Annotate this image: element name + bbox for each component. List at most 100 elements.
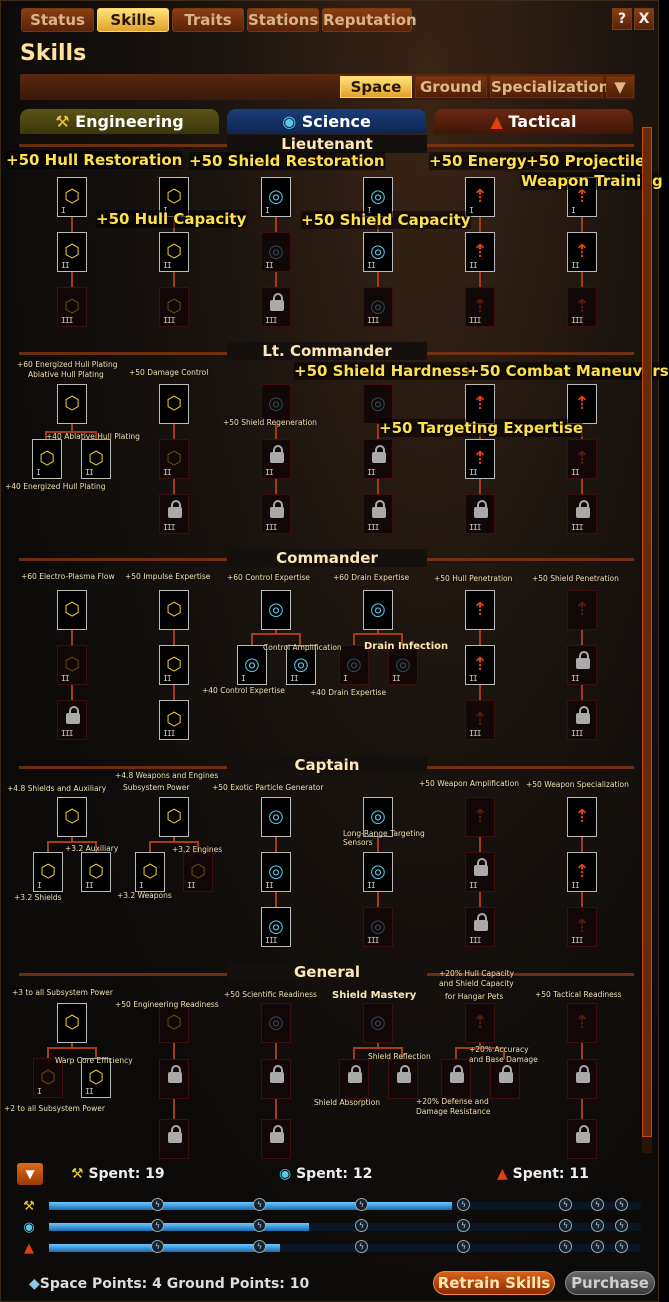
tab-status[interactable]: Status [21, 8, 94, 32]
skill-node[interactable]: ⬡ [57, 384, 87, 424]
skill-node[interactable]: ⬡II [183, 852, 213, 892]
skill-node[interactable]: ◎ [363, 1003, 393, 1043]
locked-skill-node[interactable] [339, 1059, 369, 1099]
skill-node[interactable]: ⇡I [465, 177, 495, 217]
locked-skill-node[interactable] [388, 1059, 418, 1099]
locked-skill-node[interactable]: III [159, 494, 189, 534]
skill-node[interactable]: ◎II [388, 645, 418, 685]
subtab-space[interactable]: Space [340, 76, 412, 98]
skill-node[interactable]: ◎ [261, 590, 291, 630]
skill-node[interactable]: ⬡II [159, 645, 189, 685]
scrollbar-thumb[interactable] [642, 127, 652, 1137]
skill-node[interactable]: ⇡ [567, 797, 597, 837]
locked-skill-node[interactable] [159, 1119, 189, 1159]
skill-node[interactable]: ⇡ [567, 590, 597, 630]
skill-node[interactable]: ⬡ [57, 1003, 87, 1043]
skill-node[interactable]: ⬡II [159, 439, 189, 479]
skill-node[interactable]: ⬡ [159, 590, 189, 630]
skill-node[interactable]: ⇡ [465, 1003, 495, 1043]
skill-node[interactable]: ◎I [339, 645, 369, 685]
skill-node[interactable]: ◎III [363, 287, 393, 327]
skill-node[interactable]: ⬡II [81, 852, 111, 892]
skill-node[interactable]: ⬡II [159, 232, 189, 272]
skill-node[interactable]: ⇡II [465, 645, 495, 685]
locked-skill-node[interactable]: II [567, 645, 597, 685]
close-button[interactable]: X [634, 8, 654, 30]
skill-node[interactable]: ⬡I [159, 177, 189, 217]
skill-node[interactable]: ⬡II [57, 232, 87, 272]
skill-node[interactable]: ⬡I [33, 1058, 63, 1098]
skill-node[interactable]: ⇡III [465, 700, 495, 740]
skill-node[interactable]: ◎II [286, 645, 316, 685]
skill-node[interactable]: ◎ [363, 590, 393, 630]
skill-node[interactable]: ⇡III [567, 907, 597, 947]
skill-node[interactable]: ⬡I [135, 852, 165, 892]
skill-node[interactable]: ◎II [363, 852, 393, 892]
locked-skill-node[interactable]: III [261, 287, 291, 327]
skill-node[interactable]: ◎ [261, 1003, 291, 1043]
skill-node[interactable]: ⬡ [159, 1003, 189, 1043]
skill-node[interactable]: ◎I [237, 645, 267, 685]
skill-node[interactable]: ◎ [363, 384, 393, 424]
locked-skill-node[interactable]: III [567, 494, 597, 534]
skill-node[interactable]: ⬡III [159, 287, 189, 327]
skill-node[interactable]: ◎III [261, 907, 291, 947]
skill-node[interactable]: ⬡ [159, 797, 189, 837]
locked-skill-node[interactable]: II [465, 852, 495, 892]
skill-node[interactable]: ⬡I [57, 177, 87, 217]
skill-node[interactable]: ◎II [261, 852, 291, 892]
tab-reputation[interactable]: Reputation [322, 8, 417, 32]
skill-node[interactable]: ◎III [363, 907, 393, 947]
skill-node[interactable]: ⬡III [57, 287, 87, 327]
skill-node[interactable]: ◎I [261, 177, 291, 217]
skill-node[interactable]: ⇡ [465, 384, 495, 424]
tab-stations[interactable]: Stations [247, 8, 319, 32]
skill-node[interactable]: ⇡III [465, 287, 495, 327]
locked-skill-node[interactable]: III [465, 907, 495, 947]
locked-skill-node[interactable]: II [261, 439, 291, 479]
skill-node[interactable]: ⬡ [57, 797, 87, 837]
locked-skill-node[interactable]: III [57, 700, 87, 740]
skill-node[interactable]: ◎II [261, 232, 291, 272]
skill-node[interactable]: ⬡II [81, 439, 111, 479]
skill-node[interactable]: ⇡ [465, 590, 495, 630]
locked-skill-node[interactable]: III [363, 494, 393, 534]
tab-traits[interactable]: Traits [172, 8, 244, 32]
skill-node[interactable]: ⇡I [567, 177, 597, 217]
retrain-skills-button[interactable]: Retrain Skills [433, 1271, 555, 1295]
skill-node[interactable]: ⇡II [567, 852, 597, 892]
subtab-ground[interactable]: Ground [415, 76, 487, 98]
skill-node[interactable]: ⬡ [57, 590, 87, 630]
purchase-button[interactable]: Purchase [565, 1271, 655, 1295]
skill-node[interactable]: ⬡II [81, 1058, 111, 1098]
skill-node[interactable]: ⇡ [567, 384, 597, 424]
skill-node[interactable]: ⇡II [465, 232, 495, 272]
locked-skill-node[interactable] [261, 1119, 291, 1159]
subtab-specialization[interactable]: Specialization [490, 76, 610, 98]
skill-node[interactable]: ◎ [261, 384, 291, 424]
skill-node[interactable]: ⇡III [567, 287, 597, 327]
locked-skill-node[interactable]: II [363, 439, 393, 479]
skill-node[interactable]: ⇡II [567, 439, 597, 479]
skill-node[interactable]: ⬡I [32, 439, 62, 479]
locked-skill-node[interactable]: III [261, 494, 291, 534]
help-button[interactable]: ? [612, 8, 632, 30]
skill-node[interactable]: ⬡II [57, 645, 87, 685]
locked-skill-node[interactable] [441, 1059, 471, 1099]
skill-node[interactable]: ◎II [363, 232, 393, 272]
tab-skills[interactable]: Skills [97, 8, 169, 32]
skill-node[interactable]: ◎ [363, 797, 393, 837]
skill-node[interactable]: ⬡III [159, 700, 189, 740]
locked-skill-node[interactable] [567, 1059, 597, 1099]
skill-node[interactable]: ⇡II [567, 232, 597, 272]
locked-skill-node[interactable] [261, 1059, 291, 1099]
locked-skill-node[interactable] [490, 1059, 520, 1099]
skill-node[interactable]: ⇡II [465, 439, 495, 479]
skill-node[interactable]: ⬡I [33, 852, 63, 892]
skill-node[interactable]: ◎I [363, 177, 393, 217]
locked-skill-node[interactable] [567, 1119, 597, 1159]
skill-node[interactable]: ⇡ [465, 797, 495, 837]
locked-skill-node[interactable] [159, 1059, 189, 1099]
skill-node[interactable]: ⇡ [567, 1003, 597, 1043]
locked-skill-node[interactable]: III [567, 700, 597, 740]
